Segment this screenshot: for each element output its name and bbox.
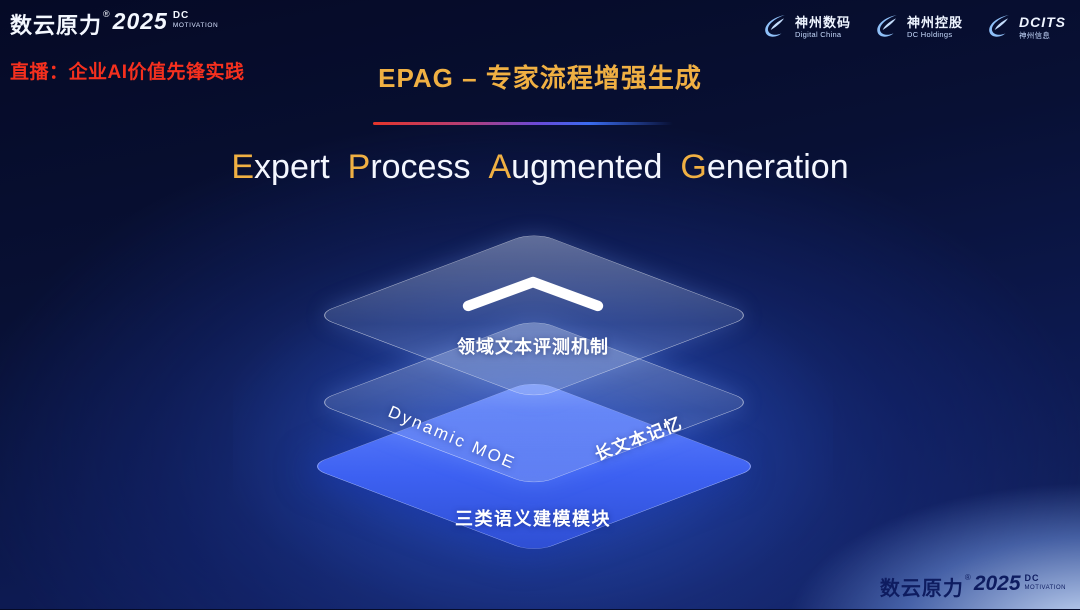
- subtitle-lead-letter: P: [347, 148, 371, 186]
- subtitle-word-rest: xpert: [254, 148, 330, 186]
- footer-dc: DC: [1024, 573, 1040, 583]
- footer-brand-year: 2025: [973, 572, 1021, 595]
- title-divider: [373, 122, 673, 125]
- footer-brand-name: 数云原力: [879, 578, 964, 600]
- partner-subtitle: DC Holdings: [906, 30, 953, 40]
- subtitle-lead-letter: E: [231, 148, 255, 186]
- bottom-layer-label: 三类语义建模模块: [455, 509, 611, 529]
- subtitle-lead-letter: A: [488, 148, 512, 186]
- brand-motivation: MOTIVATION: [172, 22, 219, 29]
- page-title: EPAG – 专家流程增强生成: [378, 63, 702, 93]
- subtitle-english: Expert Process Augmented Generation: [0, 148, 1080, 187]
- chevron-up-icon: [458, 273, 608, 320]
- brand-year: 2025: [112, 8, 168, 34]
- footer-brand-logo: 数云原力 ® 2025 DC MOTIVATION: [880, 572, 1066, 601]
- brand-logo: 数云原力 ® 2025 DC MOTIVATION: [10, 8, 218, 40]
- subtitle-word: Process: [348, 148, 471, 186]
- subtitle-lead-letter: G: [680, 148, 707, 186]
- brand-dc-motivation: DC MOTIVATION: [173, 11, 218, 30]
- partner-subtitle: 神州信息: [1019, 30, 1051, 40]
- dc-holdings-logo: 神州控股 DC Holdings: [871, 10, 963, 45]
- partner-logos: 神州数码 Digital China 神州控股 DC Holdings: [759, 10, 1066, 45]
- subtitle-word-rest: rocess: [370, 148, 471, 186]
- brand-dc: DC: [172, 10, 190, 21]
- partner-name: DCITS: [1019, 14, 1066, 31]
- subtitle-word: Augmented: [488, 148, 662, 186]
- dc-holdings-swoosh-icon: [871, 10, 901, 45]
- subtitle-word-rest: ugmented: [511, 148, 663, 186]
- partner-subtitle: Digital China: [794, 30, 842, 40]
- partner-name: 神州控股: [906, 14, 963, 30]
- partner-name: 神州数码: [794, 14, 851, 30]
- digital-china-logo: 神州数码 Digital China: [759, 10, 851, 45]
- subtitle-word: Generation: [680, 148, 848, 186]
- dcits-swoosh-icon: [983, 10, 1013, 45]
- footer-dc-motivation: DC MOTIVATION: [1024, 573, 1066, 592]
- footer-motivation: MOTIVATION: [1024, 585, 1066, 591]
- live-label: 直播：企业AI价值先锋实践: [10, 62, 245, 83]
- footer-registered-mark: ®: [964, 573, 971, 582]
- top-layer-label: 领域文本评测机制: [457, 337, 609, 357]
- registered-mark: ®: [103, 9, 110, 19]
- digital-china-swoosh-icon: [759, 10, 789, 45]
- subtitle-word: Expert: [231, 148, 329, 186]
- dcits-logo: DCITS 神州信息: [983, 10, 1066, 45]
- subtitle-word-rest: eneration: [706, 148, 849, 186]
- brand-name: 数云原力: [10, 13, 103, 38]
